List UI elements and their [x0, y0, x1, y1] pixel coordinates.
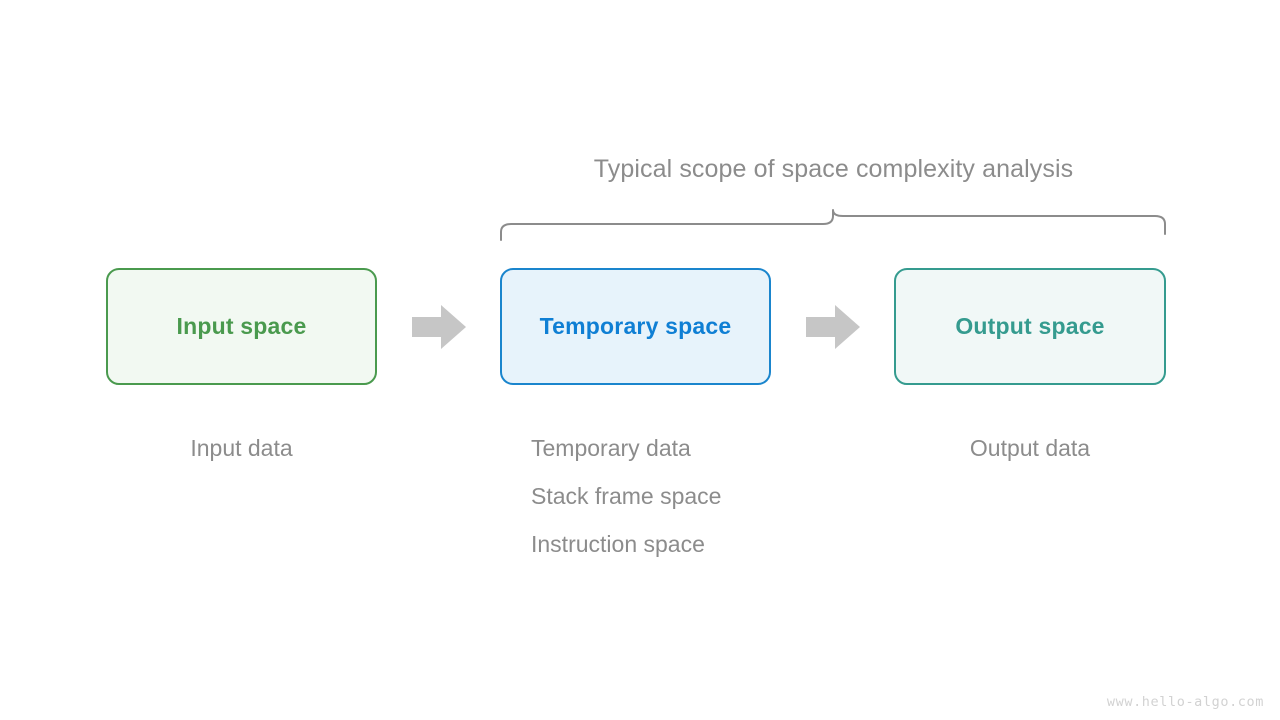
caption-line: Instruction space: [531, 531, 705, 557]
scope-brace-icon: [494, 200, 1174, 248]
output-space-label: Output space: [955, 313, 1105, 339]
block-arrow-right-icon: [806, 305, 860, 349]
input-space-caption: Input data: [106, 424, 377, 472]
caption-line: Stack frame space: [531, 483, 722, 509]
watermark: www.hello-algo.com: [1106, 694, 1264, 710]
input-space-label: Input space: [176, 313, 307, 339]
arrow-right-icon-input-to-temporary: [410, 303, 468, 351]
caption-line: Input data: [190, 435, 293, 461]
arrow-right-icon-temporary-to-output: [804, 303, 862, 351]
temporary-space-caption: Temporary data Stack frame space Instruc…: [531, 424, 721, 568]
curly-brace-up-icon: [500, 209, 1166, 241]
temporary-space-box: Temporary space: [500, 268, 771, 385]
input-space-box: Input space: [106, 268, 377, 385]
page-title: Typical scope of space complexity analys…: [593, 155, 1074, 183]
output-space-caption: Output data: [894, 424, 1166, 472]
temporary-space-label: Temporary space: [539, 313, 732, 339]
block-arrow-right-icon: [412, 305, 466, 349]
caption-line: Output data: [969, 435, 1091, 461]
caption-line: Temporary data: [531, 435, 691, 461]
output-space-box: Output space: [894, 268, 1166, 385]
